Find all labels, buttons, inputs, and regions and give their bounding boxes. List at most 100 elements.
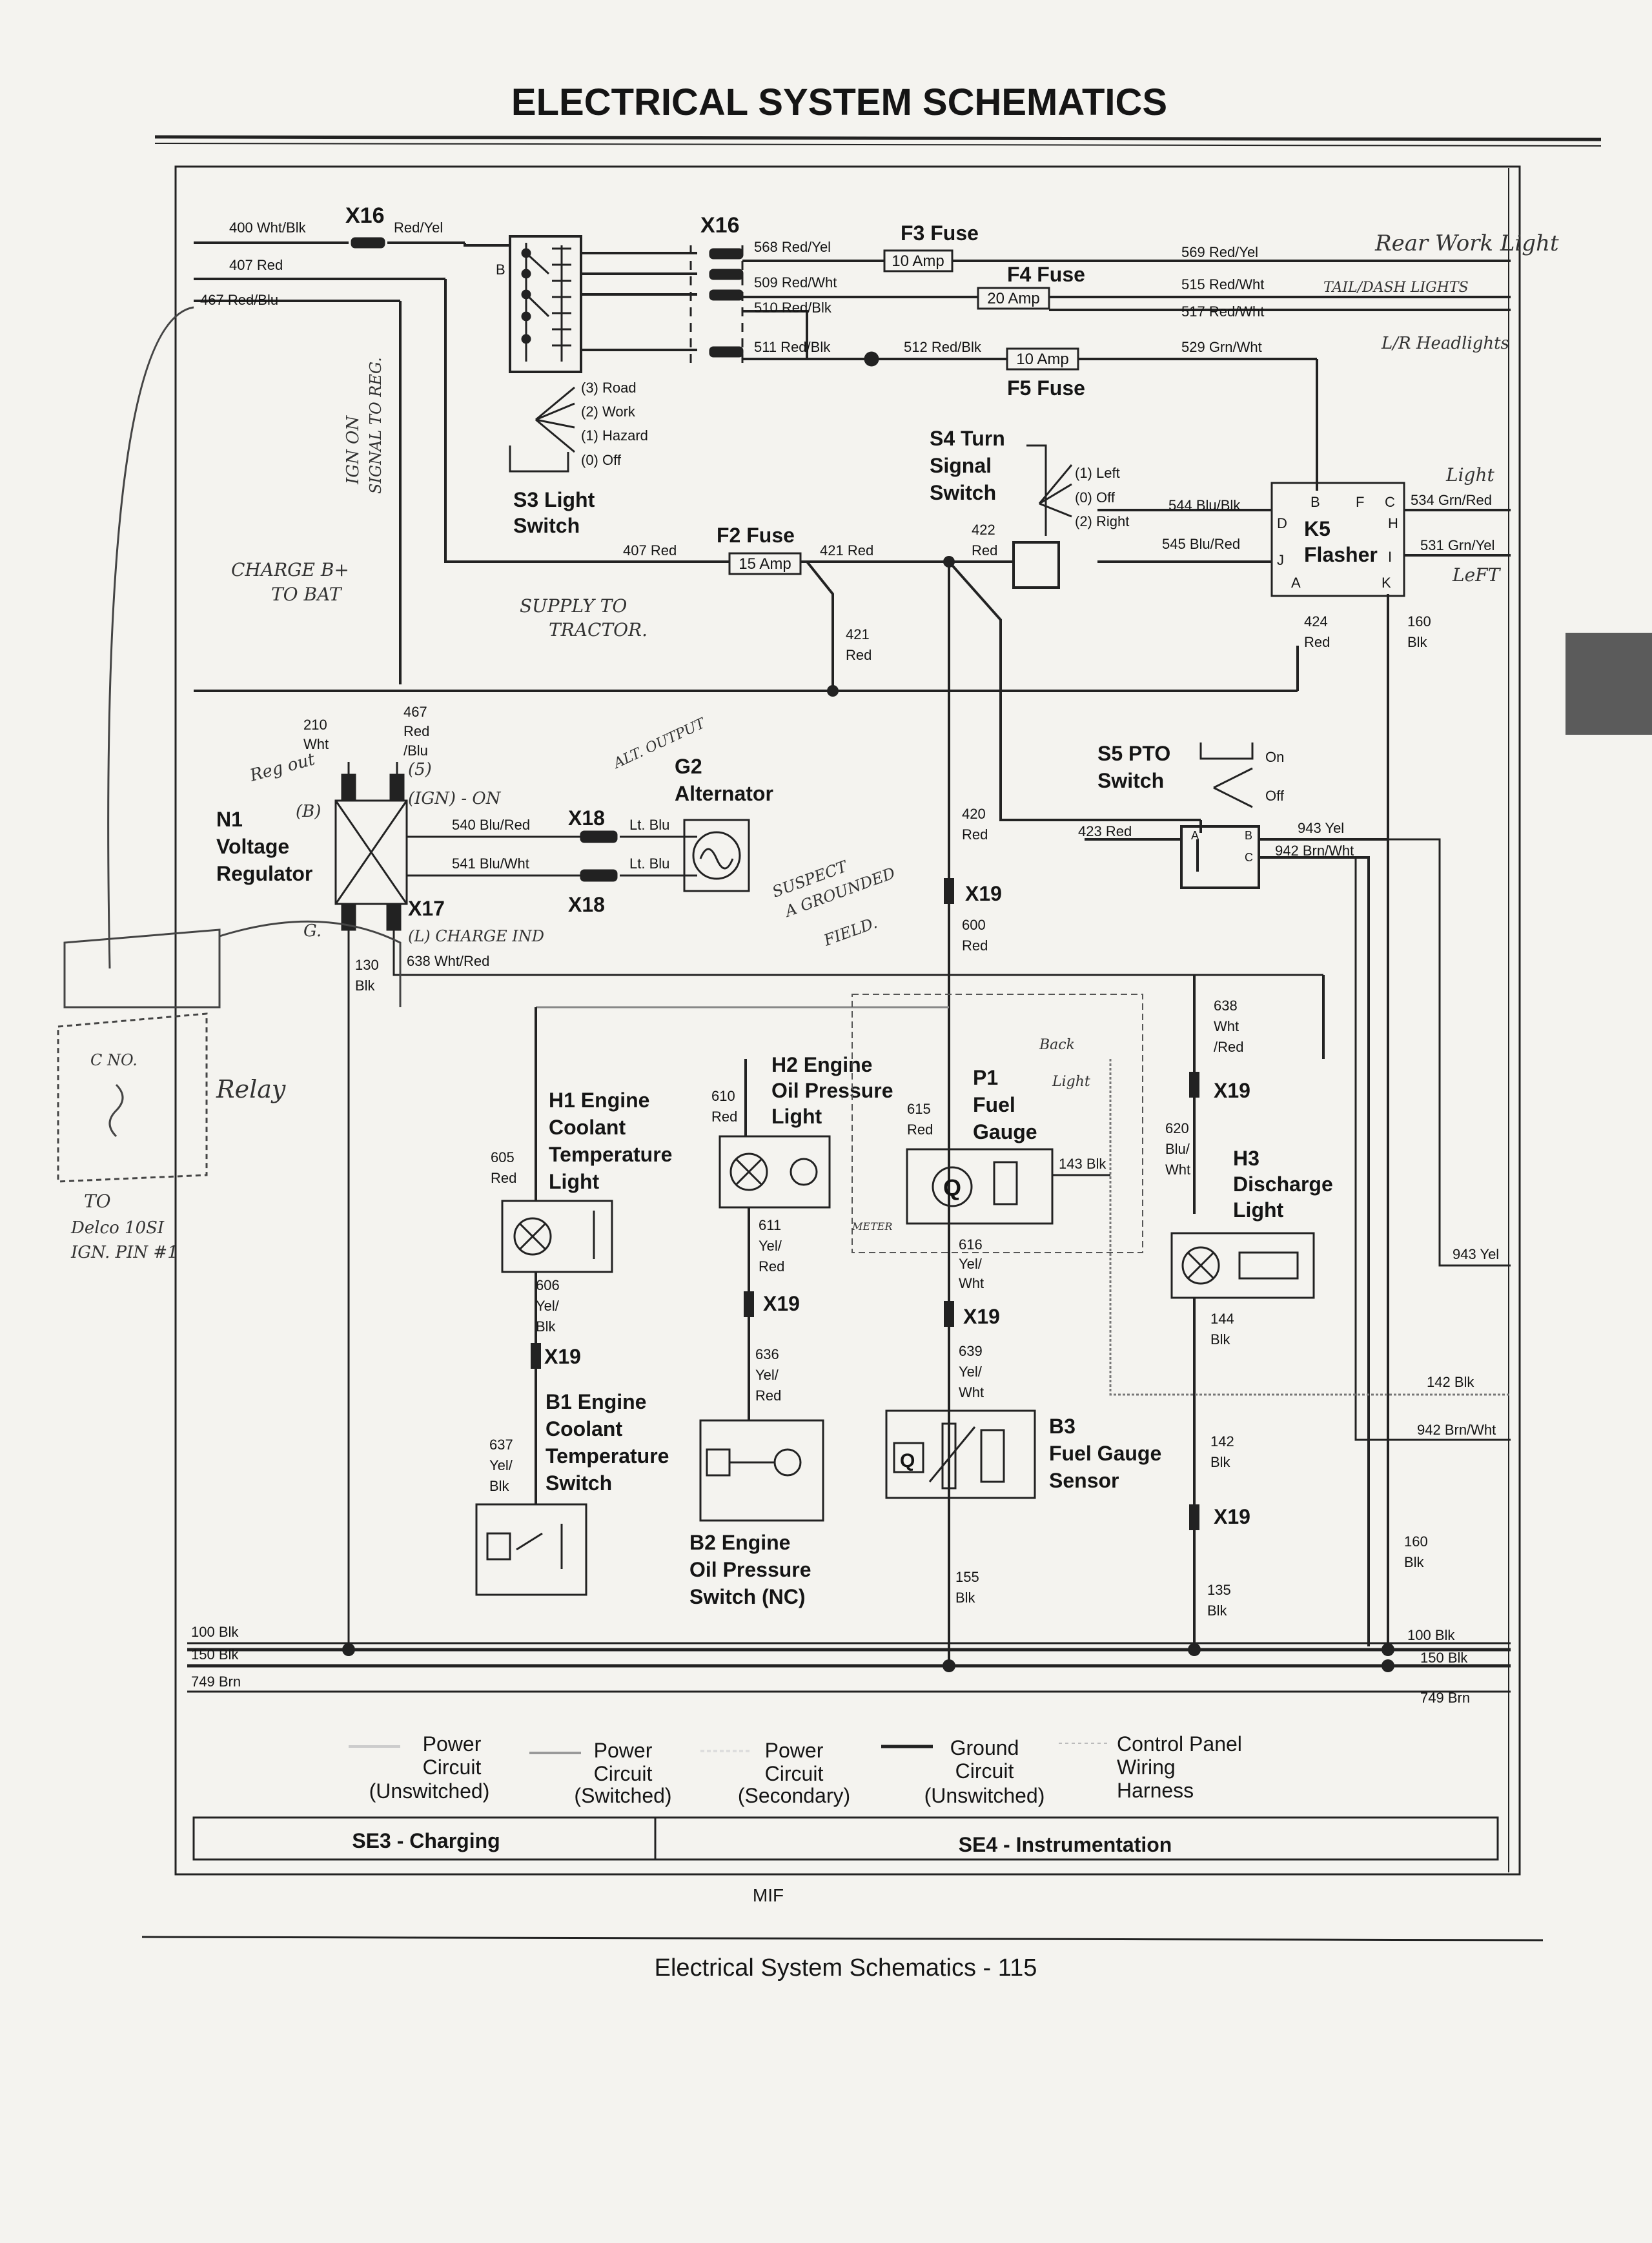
wire-616-3: Wht (959, 1275, 984, 1291)
legend-5a: Control Panel (1117, 1732, 1242, 1756)
handwritten-notes: Rear Work Light TAIL/DASH LIGHTS L/R Hea… (70, 230, 1559, 1262)
b1-label-3: Temperature (546, 1444, 669, 1468)
x16-label-right: X16 (700, 213, 740, 238)
b1-coolant-switch[interactable] (475, 1503, 587, 1596)
s4-left: (1) Left (1075, 465, 1120, 481)
k5-flasher[interactable] (1270, 482, 1405, 597)
note-suspect-3: FIELD. (821, 914, 880, 950)
x18-label-b: X18 (568, 893, 605, 916)
wire-130-1: 130 (355, 957, 379, 973)
b2-label-2: Oil Pressure (689, 1558, 811, 1581)
legend-1c: (Unswitched) (369, 1779, 490, 1803)
p1-label-2: Fuel (973, 1093, 1015, 1116)
f2-fuse-rating: 15 Amp (739, 555, 791, 573)
wire-422b: Red (972, 542, 997, 558)
s3-pos3: (3) Road (581, 380, 637, 396)
f5-fuse-label: F5 Fuse (1007, 376, 1085, 400)
s3-pos1: (1) Hazard (581, 427, 648, 444)
s3-pos0: (0) Off (581, 452, 622, 468)
wire-142b-1: 142 (1210, 1433, 1234, 1449)
h1-coolant-light[interactable] (501, 1200, 613, 1273)
section-left: SE3 - Charging (352, 1829, 500, 1852)
s3-b-terminal: B (496, 261, 505, 278)
note-ign-term: (IGN) - ON (408, 789, 502, 808)
g2-alternator-symbol[interactable] (683, 819, 750, 892)
note-c-no: C NO. (90, 1051, 138, 1069)
b1-label-1: B1 Engine (546, 1390, 646, 1413)
wire-redyel: Red/Yel (394, 220, 443, 236)
h2-oil-light[interactable] (719, 1135, 831, 1209)
b3-fuel-sensor[interactable] (885, 1409, 1036, 1499)
wire-943: 943 Yel (1298, 820, 1344, 836)
fuse-boxes (728, 249, 1079, 575)
note-light: Light (1445, 464, 1495, 486)
wire-637-2: Yel/ (489, 1457, 513, 1473)
b3-label-2: Fuel Gauge (1049, 1442, 1161, 1465)
p1-label-3: Gauge (973, 1120, 1037, 1143)
wire-638b-3: /Red (1214, 1039, 1243, 1055)
title-rule (154, 135, 1602, 141)
k5-pin-k: K (1382, 575, 1391, 591)
x19-connector-h3[interactable] (1189, 1072, 1199, 1098)
bus-100-right: 100 Blk (1407, 1627, 1455, 1643)
legend-3a: Power (765, 1739, 824, 1762)
s5-switch-symbol (1199, 743, 1254, 808)
x16-top-connector[interactable] (351, 237, 879, 368)
x19-connector-a[interactable] (944, 878, 954, 904)
wire-610-2: Red (711, 1109, 737, 1125)
wire-135-2: Blk (1207, 1603, 1228, 1619)
b2-oil-switch[interactable] (699, 1419, 824, 1522)
wire-611-2: Yel/ (759, 1238, 782, 1254)
wire-421b-2: Red (846, 647, 872, 663)
h2-label-1: H2 Engine (771, 1053, 872, 1076)
wire-638: 638 Wht/Red (407, 953, 489, 969)
x19-label-h3b: X19 (1214, 1505, 1250, 1528)
legend-5b: Wiring (1117, 1756, 1176, 1779)
wire-636-3: Red (755, 1388, 781, 1404)
f2-fuse-label: F2 Fuse (717, 524, 795, 547)
s4-switch-symbol (1026, 444, 1073, 536)
b3-label-3: Sensor (1049, 1469, 1119, 1492)
wire-639-2: Yel/ (959, 1364, 983, 1380)
note-to-1: TO (84, 1191, 111, 1212)
wire-616-1: 616 (959, 1236, 983, 1253)
wire-615-1: 615 (907, 1101, 931, 1117)
note-back-2: Light (1052, 1074, 1090, 1090)
h3-discharge-light[interactable] (1170, 1232, 1315, 1299)
wire-606-1: 606 (536, 1277, 560, 1293)
p1-fuel-gauge[interactable] (906, 1148, 1054, 1225)
s3-pos2: (2) Work (581, 404, 636, 420)
n1-regulator-symbol[interactable] (334, 762, 1323, 1646)
x19-connector-h1[interactable] (531, 1343, 541, 1369)
bus-749: 749 Brn (191, 1674, 241, 1690)
wire-144-1: 144 (1210, 1311, 1234, 1327)
s4-label-2: Signal (930, 454, 992, 477)
wire-511: 511 Red/Blk (754, 339, 831, 355)
h3-label-1: H3 (1233, 1147, 1259, 1170)
s5-label-1: S5 PTO (1097, 742, 1170, 765)
note-reg-out: Reg out (247, 750, 317, 786)
note-left: LeFT (1452, 564, 1502, 586)
wire-512: 512 Red/Blk (904, 339, 982, 355)
f5-fuse-rating: 10 Amp (1016, 351, 1068, 368)
wire-606-3: Blk (536, 1318, 556, 1335)
note-tail-dash: TAIL/DASH LIGHTS (1323, 280, 1469, 296)
x17-label: X17 (408, 897, 445, 920)
legend-4c: (Unswitched) (924, 1784, 1045, 1807)
s3-label-1: S3 Light (513, 488, 595, 511)
x19-connector-p1[interactable] (944, 1301, 954, 1327)
wire-942b: 942 Brn/Wht (1417, 1422, 1496, 1438)
note-rear-work: Rear Work Light (1374, 230, 1559, 256)
wire-407b: 407 Red (623, 542, 677, 558)
x19-connector-h3b[interactable] (1189, 1504, 1199, 1530)
wire-531: 531 Grn/Yel (1420, 537, 1494, 553)
x19-label-a: X19 (965, 882, 1002, 905)
note-g-term: G. (303, 921, 321, 941)
x19-connector-h2[interactable] (744, 1291, 754, 1317)
wire-160b-1: 160 (1404, 1533, 1428, 1550)
note-ign-on-1: IGN ON (343, 415, 363, 485)
legend-4b: Circuit (955, 1759, 1014, 1783)
s5-pin-a: A (1191, 829, 1199, 842)
b3-label-1: B3 (1049, 1415, 1076, 1438)
wire-420-2: Red (962, 826, 988, 843)
